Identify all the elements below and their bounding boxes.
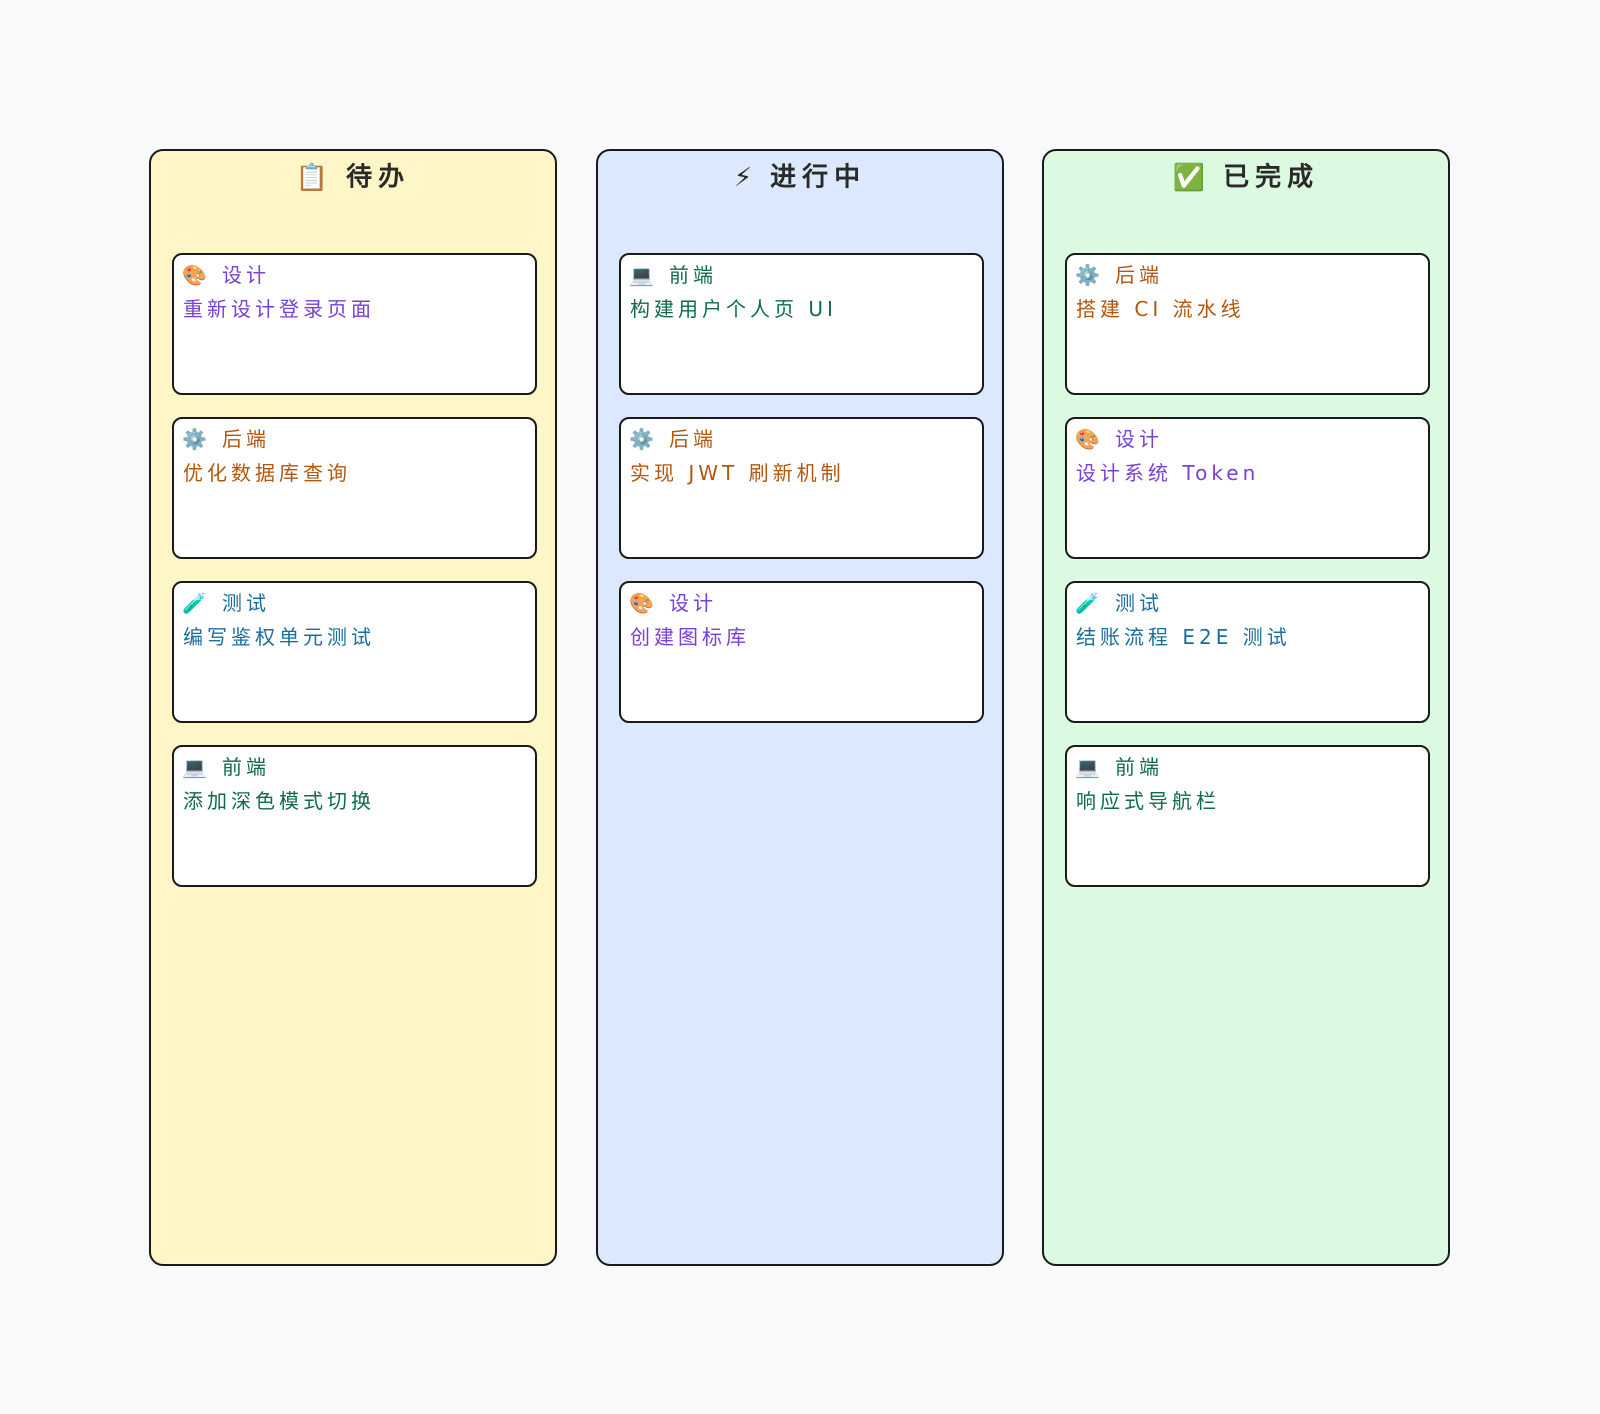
card-tag: 💻 前端 [629, 261, 717, 289]
task-card[interactable]: ⚙️ 后端 实现 JWT 刷新机制 [619, 417, 984, 559]
card-tag: 💻 前端 [1075, 753, 1163, 781]
card-tag: 💻 前端 [182, 753, 270, 781]
column-header: ✅ 已完成 [1044, 157, 1448, 198]
task-card[interactable]: 💻 前端 添加深色模式切换 [172, 745, 537, 887]
task-card[interactable]: 💻 前端 响应式导航栏 [1065, 745, 1430, 887]
card-tag: 🎨 设计 [1075, 425, 1163, 453]
laptop-icon: 💻 [182, 755, 211, 779]
column-title: 待办 [346, 162, 411, 193]
card-tag: ⚙️ 后端 [629, 425, 717, 453]
card-tag-label: 后端 [669, 427, 717, 451]
card-title: 设计系统 Token [1076, 461, 1260, 485]
card-title: 添加深色模式切换 [183, 789, 375, 813]
gear-icon: ⚙️ [629, 427, 658, 451]
column-header: ⚡ 进行中 [598, 157, 1002, 198]
task-card[interactable]: ⚙️ 后端 搭建 CI 流水线 [1065, 253, 1430, 395]
card-title: 重新设计登录页面 [183, 297, 375, 321]
laptop-icon: 💻 [629, 263, 658, 287]
task-card[interactable]: ⚙️ 后端 优化数据库查询 [172, 417, 537, 559]
card-title: 结账流程 E2E 测试 [1076, 625, 1291, 649]
card-tag: ⚙️ 后端 [182, 425, 270, 453]
card-tag-label: 前端 [222, 755, 270, 779]
card-title: 实现 JWT 刷新机制 [630, 461, 845, 485]
column-todo: 📋 待办 🎨 设计 重新设计登录页面 ⚙️ 后端 优化数据库查询 🧪 测试 编写鉴权单元… [149, 149, 557, 1266]
card-tag-label: 后端 [1115, 263, 1163, 287]
palette-icon: 🎨 [629, 591, 658, 615]
column-header: 📋 待办 [151, 157, 555, 198]
card-tag-label: 设计 [1115, 427, 1163, 451]
gear-icon: ⚙️ [1075, 263, 1104, 287]
card-tag-label: 设计 [669, 591, 717, 615]
task-card[interactable]: 🎨 设计 重新设计登录页面 [172, 253, 537, 395]
card-title: 搭建 CI 流水线 [1076, 297, 1245, 321]
card-tag-label: 后端 [222, 427, 270, 451]
column-in-progress: ⚡ 进行中 💻 前端 构建用户个人页 UI ⚙️ 后端 实现 JWT 刷新机制 🎨 设计… [596, 149, 1004, 1266]
card-tag-label: 前端 [1115, 755, 1163, 779]
task-card[interactable]: 🎨 设计 设计系统 Token [1065, 417, 1430, 559]
palette-icon: 🎨 [182, 263, 211, 287]
card-title: 优化数据库查询 [183, 461, 351, 485]
column-title: 进行中 [770, 162, 867, 193]
check-icon: ✅ [1172, 162, 1212, 193]
task-card[interactable]: 💻 前端 构建用户个人页 UI [619, 253, 984, 395]
gear-icon: ⚙️ [182, 427, 211, 451]
clipboard-icon: 📋 [295, 162, 335, 193]
task-card[interactable]: 🧪 测试 结账流程 E2E 测试 [1065, 581, 1430, 723]
card-tag: 🎨 设计 [629, 589, 717, 617]
card-title: 构建用户个人页 UI [630, 297, 837, 321]
task-card[interactable]: 🎨 设计 创建图标库 [619, 581, 984, 723]
card-title: 编写鉴权单元测试 [183, 625, 375, 649]
palette-icon: 🎨 [1075, 427, 1104, 451]
card-tag: 🎨 设计 [182, 261, 270, 289]
card-title: 响应式导航栏 [1076, 789, 1220, 813]
task-card[interactable]: 🧪 测试 编写鉴权单元测试 [172, 581, 537, 723]
laptop-icon: 💻 [1075, 755, 1104, 779]
column-done: ✅ 已完成 ⚙️ 后端 搭建 CI 流水线 🎨 设计 设计系统 Token 🧪 测试 结… [1042, 149, 1450, 1266]
card-tag: 🧪 测试 [182, 589, 270, 617]
card-tag-label: 前端 [669, 263, 717, 287]
card-tag-label: 设计 [222, 263, 270, 287]
card-tag-label: 测试 [1115, 591, 1163, 615]
card-tag-label: 测试 [222, 591, 270, 615]
card-title: 创建图标库 [630, 625, 750, 649]
card-tag: ⚙️ 后端 [1075, 261, 1163, 289]
test-tube-icon: 🧪 [182, 591, 211, 615]
card-tag: 🧪 测试 [1075, 589, 1163, 617]
lightning-icon: ⚡ [733, 162, 759, 193]
test-tube-icon: 🧪 [1075, 591, 1104, 615]
column-title: 已完成 [1223, 162, 1320, 193]
